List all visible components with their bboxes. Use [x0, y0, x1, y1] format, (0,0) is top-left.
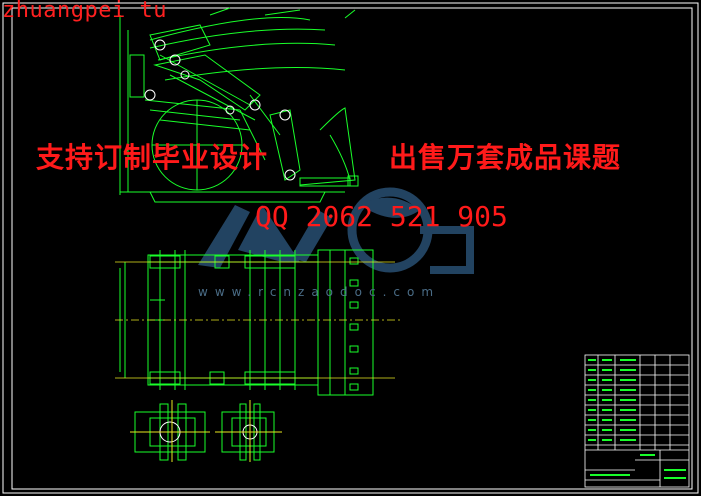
banner-left-text: 支持订制毕业设计	[36, 141, 269, 174]
banner-right-text: 出售万套成品课题	[389, 141, 622, 174]
title-block	[584, 354, 690, 488]
inner-frame	[11, 7, 693, 490]
contact-qq-text: QQ 2062 521 905	[255, 200, 508, 233]
section-detail-b	[215, 400, 282, 462]
side-elevation-view	[119, 7, 359, 203]
plan-view-centerlines	[115, 261, 400, 379]
title-block-text-marks	[588, 359, 686, 479]
plan-view	[119, 249, 374, 396]
section-detail-a	[130, 400, 210, 462]
site-logo-watermark	[198, 187, 474, 274]
site-url-watermark: www.rcnzaodoc.com	[198, 285, 441, 299]
top-left-watermark: zhuangpei tu	[2, 0, 167, 23]
